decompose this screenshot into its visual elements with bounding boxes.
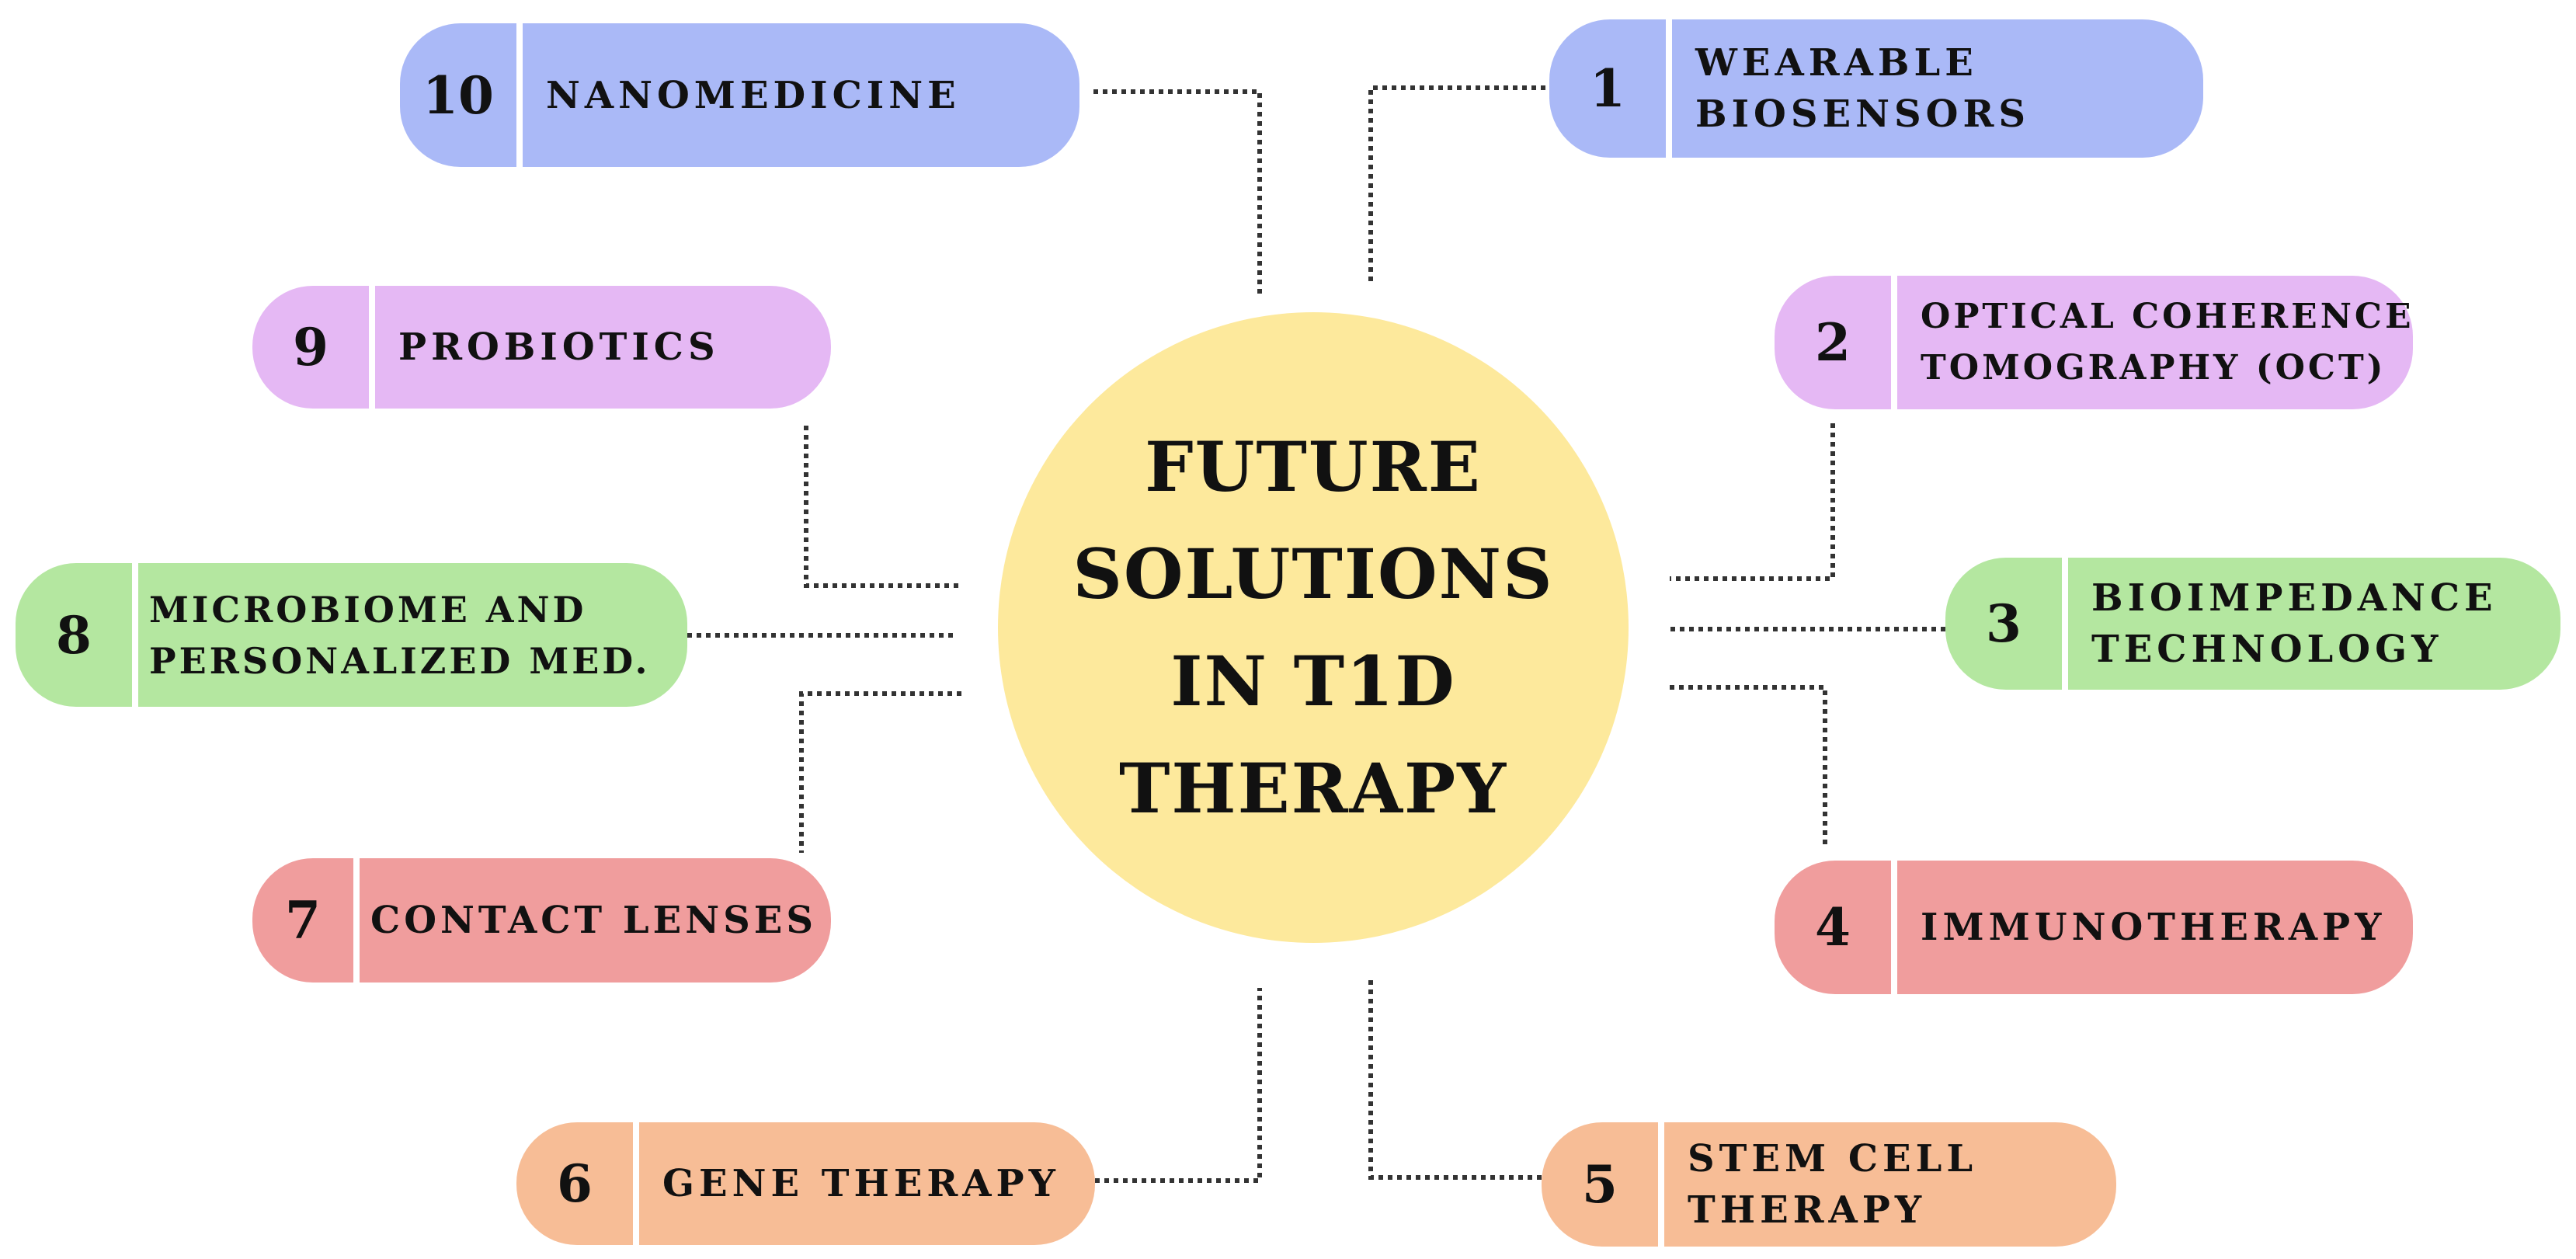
pill-divider — [1666, 19, 1672, 158]
item-label: OPTICAL COHERENCE TOMOGRAPHY (OCT) — [1897, 276, 2414, 409]
connector-line-5 — [1368, 980, 1542, 1180]
solution-item-9: 9 PROBIOTICS — [252, 286, 831, 409]
solution-item-4: 4 IMMUNOTHERAPY — [1775, 861, 2413, 994]
pill-divider — [353, 858, 360, 983]
item-label-line: MICROBIOME AND — [149, 588, 587, 631]
connector-line-7 — [799, 691, 961, 853]
item-number: 9 — [293, 317, 329, 377]
item-label-line: TOMOGRAPHY (OCT) — [1921, 348, 2387, 388]
solution-item-10: 10 NANOMEDICINE — [400, 23, 1079, 167]
pill-divider — [516, 23, 523, 167]
solution-item-6: 6 GENE THERAPY — [516, 1122, 1095, 1245]
item-number: 5 — [1582, 1154, 1618, 1215]
item-label: WEARABLE BIOSENSORS — [1672, 19, 2203, 158]
pill-divider — [1891, 861, 1897, 994]
item-label-line: THERAPY — [1688, 1188, 1927, 1232]
item-label: CONTACT LENSES — [360, 858, 831, 983]
connector-line-2 — [1670, 423, 1835, 581]
item-label: MICROBIOME AND PERSONALIZED MED. — [138, 563, 687, 707]
item-label-line: OPTICAL COHERENCE — [1921, 297, 2414, 336]
item-label: PROBIOTICS — [375, 286, 831, 409]
pill-divider — [132, 563, 138, 707]
center-title: FUTURE SOLUTIONS IN T1D THERAPY — [1072, 413, 1553, 842]
center-title-line: THERAPY — [1118, 748, 1508, 829]
solution-item-3: 3 BIOIMPEDANCE TECHNOLOGY — [1945, 558, 2560, 690]
connector-line-6 — [1095, 988, 1262, 1183]
item-label-line: CONTACT LENSES — [370, 899, 817, 942]
item-number: 10 — [422, 64, 494, 126]
solution-item-7: 7 CONTACT LENSES — [252, 858, 831, 983]
item-number: 1 — [1590, 58, 1625, 119]
pill-divider — [369, 286, 375, 409]
item-number: 6 — [557, 1153, 593, 1214]
item-label-line: PERSONALIZED MED. — [149, 639, 651, 682]
item-number: 7 — [285, 890, 321, 951]
solution-item-1: 1 WEARABLE BIOSENSORS — [1549, 19, 2203, 158]
item-label-line: STEM CELL — [1688, 1137, 1978, 1181]
item-label-line: BIOIMPEDANCE — [2091, 576, 2498, 620]
pill-divider — [633, 1122, 639, 1245]
pill-divider — [2062, 558, 2068, 690]
center-title-line: IN T1D — [1170, 641, 1456, 722]
solution-item-8: 8 MICROBIOME AND PERSONALIZED MED. — [16, 563, 687, 707]
item-label-line: TECHNOLOGY — [2091, 628, 2443, 671]
item-number: 3 — [1986, 593, 2022, 654]
item-label-line: WEARABLE — [1695, 41, 1978, 85]
item-label: BIOIMPEDANCE TECHNOLOGY — [2068, 558, 2560, 690]
item-number: 8 — [56, 604, 92, 666]
center-title-line: SOLUTIONS — [1072, 534, 1554, 614]
connector-line-9 — [804, 426, 963, 588]
pill-divider — [1658, 1122, 1664, 1247]
item-label: NANOMEDICINE — [523, 23, 1079, 167]
connector-line-10 — [1093, 89, 1262, 295]
item-number: 2 — [1815, 312, 1851, 373]
connector-line-1 — [1368, 85, 1549, 281]
center-circle: FUTURE SOLUTIONS IN T1D THERAPY — [998, 312, 1629, 943]
item-label-line: IMMUNOTHERAPY — [1921, 906, 2387, 949]
pill-divider — [1891, 276, 1897, 409]
item-label-line: BIOSENSORS — [1695, 92, 2030, 136]
connector-line-4 — [1670, 685, 1827, 847]
item-label: STEM CELL THERAPY — [1664, 1122, 2116, 1247]
item-label: IMMUNOTHERAPY — [1897, 861, 2413, 994]
solution-item-2: 2 OPTICAL COHERENCE TOMOGRAPHY (OCT) — [1775, 276, 2413, 409]
item-number: 4 — [1815, 897, 1851, 958]
solution-item-5: 5 STEM CELL THERAPY — [1542, 1122, 2116, 1247]
item-label-line: GENE THERAPY — [662, 1162, 1060, 1205]
center-title-line: FUTURE — [1145, 426, 1482, 507]
item-label-line: PROBIOTICS — [398, 325, 720, 369]
item-label-line: NANOMEDICINE — [546, 73, 961, 117]
item-label: GENE THERAPY — [639, 1122, 1095, 1245]
